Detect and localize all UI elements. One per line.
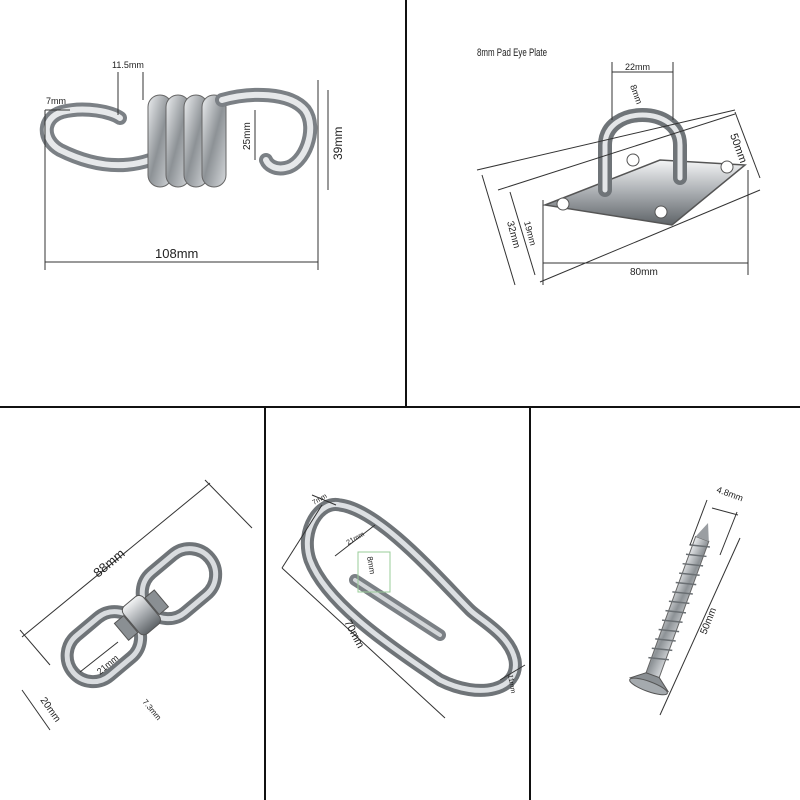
pad-eye-label-eye-width: 22mm — [625, 62, 650, 72]
pad-eye-title: 8mm Pad Eye Plate — [477, 47, 547, 59]
pad-eye-image — [542, 108, 747, 226]
swivel-dimension-lines — [19, 479, 253, 731]
swivel-label-width: 20mm — [38, 695, 63, 724]
carabiner-image — [300, 498, 522, 697]
carabiner-label-end: 11mm — [506, 674, 516, 694]
spring-label-wire: 11.5mm — [112, 60, 144, 70]
swivel-label-length: 88mm — [90, 546, 127, 581]
spring-label-hook-gap: 7mm — [46, 96, 66, 106]
carabiner-panel: 7mm 21mm 8mm 70mm 11mm — [281, 493, 526, 719]
spring-coils — [147, 94, 227, 188]
swivel-panel: 88mm 21mm 20mm 7.3mm — [19, 479, 253, 731]
pad-eye-plate-panel: 8mm Pad Eye Plate 22mm 8mm 50mm 32mm — [476, 47, 761, 286]
spring-dimension-lines — [44, 72, 329, 270]
screw-label-length: 50mm — [699, 606, 720, 636]
carabiner-dimension-lines — [281, 494, 526, 719]
swivel-label-wire: 7.3mm — [140, 698, 163, 723]
pad-eye-label-diag-inner: 19mm — [522, 220, 538, 247]
pad-eye-label-wire: 8mm — [628, 83, 644, 105]
screw-label-diameter: 4.8mm — [715, 484, 744, 503]
swivel-image — [60, 542, 223, 689]
carabiner-label-opening: 21mm — [346, 531, 366, 547]
spring-label-inner: 25mm — [242, 122, 253, 150]
carabiner-label-gate: 8mm — [365, 556, 377, 575]
screw-image — [628, 522, 710, 696]
screw-dimension-lines — [659, 499, 741, 716]
pad-eye-dimension-lines — [476, 62, 761, 286]
pad-eye-label-length: 80mm — [630, 267, 658, 278]
pad-eye-label-width: 50mm — [727, 132, 749, 165]
spring-panel: 7mm 11.5mm 25mm 39mm 108mm — [39, 60, 345, 270]
spring-image — [39, 87, 318, 188]
spring-label-height: 39mm — [331, 127, 345, 160]
spring-label-length: 108mm — [155, 246, 198, 261]
screw-panel: 4.8mm 50mm — [628, 484, 745, 716]
